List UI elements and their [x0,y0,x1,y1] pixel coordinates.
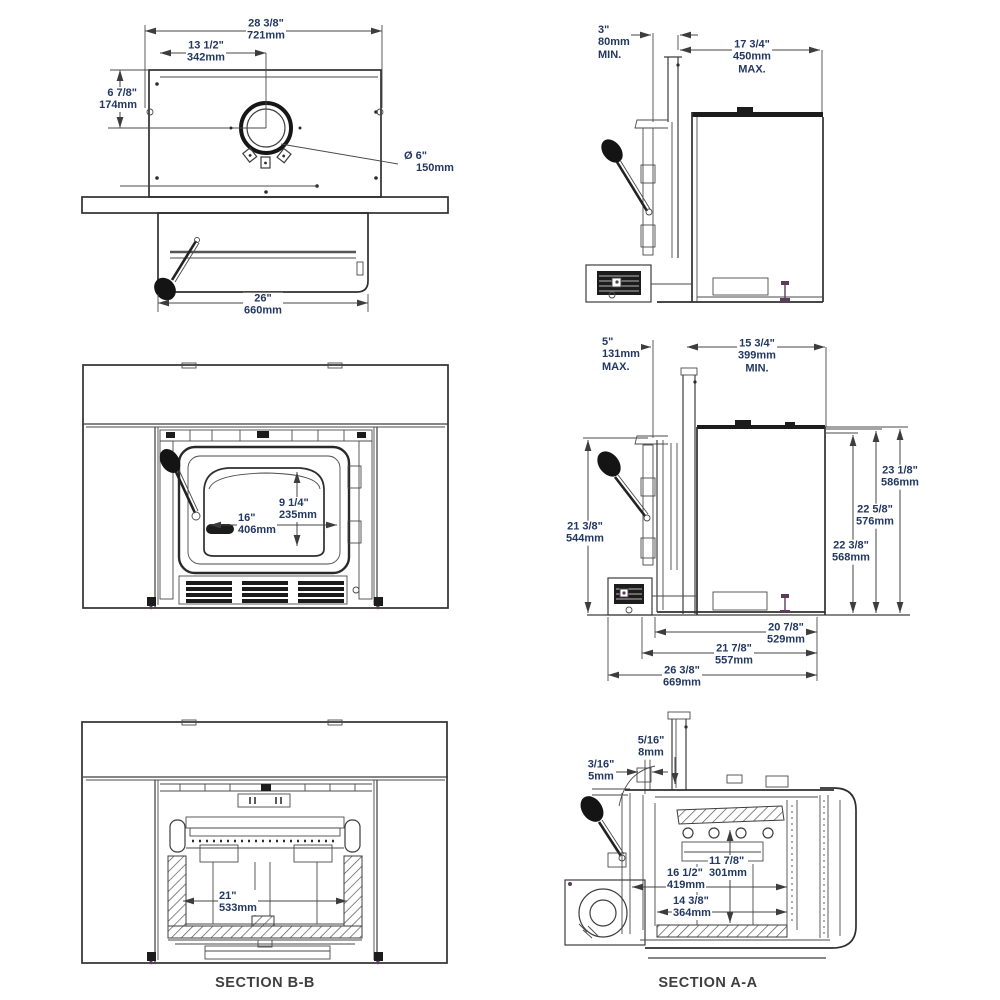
leveling-bolt [780,594,790,613]
side-view-top [585,31,824,303]
section-bb-caption: SECTION B-B [215,975,315,991]
door-handle [159,448,201,521]
section-bb-view [81,719,448,965]
flue-bracket [634,435,668,445]
fan-blower [607,577,697,616]
base-pan [204,945,331,960]
dim-flue-clearance-label: 5" 131mm MAX. [601,336,641,373]
door-frame [177,445,351,575]
baffle-assembly [169,816,361,863]
dim-height-inner-label: 22 3/8"568mm [831,539,871,565]
door-handle [580,796,626,862]
hinge-top [347,465,362,489]
firebrick-left [167,855,187,931]
top-plate [692,112,823,117]
surround-panel [82,364,449,609]
door-handle [601,139,653,216]
dim-depth-min-label: 15 3/4" 399mm MIN. [737,337,777,375]
support-bracket [712,591,768,611]
bottom-grille [178,575,348,605]
diameter-leader-line [280,143,399,165]
dim-overall-width-label: 28 3/8"721mm [246,17,286,43]
flue-adapter [237,793,291,808]
door-handle [597,451,651,522]
mantel-shelf [81,196,449,214]
firebrick-floor [167,925,363,939]
dim-glass-width-label: 16"406mm [237,512,277,537]
hinge-bottom [347,520,362,544]
firebrick-floor [656,924,788,938]
fan-blower [585,264,692,303]
flue-pipe [667,711,691,790]
dim-height-overall-label: 23 1/8"586mm [880,464,920,490]
top-plate [697,425,825,429]
dim-lip-gap-label: 3/16"5mm [586,758,616,784]
flue-pipe [680,367,698,614]
dim-flue-offset-y-label: 6 7/8"174mm [72,87,138,112]
dim-flue-diameter-label: Ø 6"150mm [403,150,455,175]
fan-blower [564,879,646,946]
dim-front-width-label: 26"660mm [243,292,283,318]
dim-depth-overall-label: 26 3/8"669mm [662,664,702,690]
dim-height-mid-label: 22 5/8"576mm [855,503,895,529]
outer-shell [645,787,857,949]
front-view [82,362,449,610]
section-aa-view [564,711,857,959]
door-edge [642,127,654,256]
flue-pipe [664,56,682,258]
door-edge [642,444,654,566]
dim-depth-body-label: 20 7/8"529mm [766,621,806,647]
dim-depth-front-label: 21 7/8"557mm [714,642,754,668]
dim-firebox-depth-upper-label: 16 1/2"419mm [666,867,706,892]
dim-depth-max-label: 17 3/4" 450mm MAX. [732,38,772,76]
dim-firebox-depth-floor-label: 14 3/8"364mm [672,895,712,920]
plan-view [81,25,449,312]
dim-glass-height-label: 9 1/4"235mm [278,497,318,522]
dim-firebox-width-label: 21"533mm [218,890,258,915]
leveling-bolt [780,281,790,301]
firebrick-right [343,855,363,931]
dim-height-front-label: 21 3/8"544mm [565,520,605,546]
dim-flue-lip-label: 5/16"8mm [636,734,666,760]
support-bracket [712,277,769,296]
door-glass [203,467,325,557]
dim-flue-offset-x-label: 13 1/2"342mm [186,39,226,65]
baffle [676,805,785,825]
damper-handle [154,237,200,301]
surround-panel [81,721,448,964]
flue-bracket [634,119,668,129]
section-aa-caption: SECTION A-A [658,975,758,991]
dim-rear-clearance-label: 3" 80mm MIN. [597,24,631,61]
dim-firebox-height-label: 11 7/8"301mm [708,855,748,880]
